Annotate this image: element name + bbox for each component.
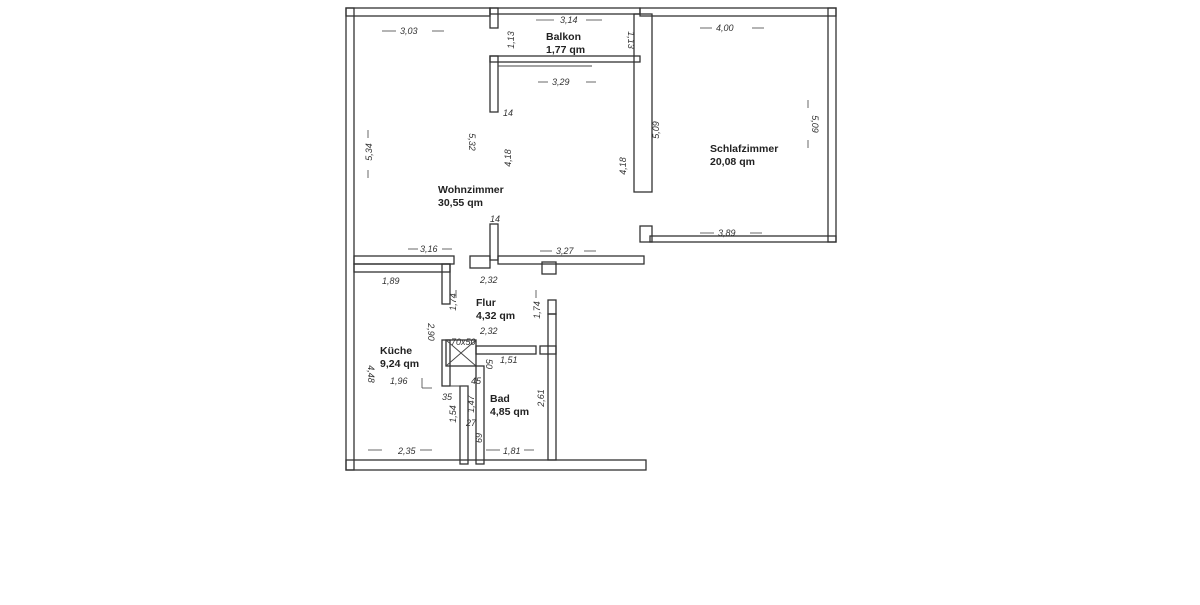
dim-bad-height: 2,61 — [536, 389, 546, 408]
dimension-labels: 3,03 3,14 4,00 3,29 14 14 3,16 3,27 3,89… — [364, 15, 820, 456]
dim-shaft-side: 50 — [484, 359, 494, 369]
dim-pillar-bottom: 14 — [490, 214, 500, 224]
dim-kueche-top: 1,89 — [382, 276, 400, 286]
dim-shaft: 70x50 — [451, 337, 476, 347]
room-area-balkon: 1,77 qm — [546, 44, 585, 56]
dim-sz-top: 4,00 — [716, 23, 734, 33]
wall-flur-stub — [469, 255, 491, 269]
dim-balkon-depth-left: 1,13 — [506, 31, 516, 49]
dim-sz-height-right: 5,09 — [810, 115, 820, 133]
pillar-top — [489, 55, 499, 113]
wall-bad-top — [475, 345, 537, 355]
dim-bad-147: 1,47 — [466, 394, 476, 413]
wall-door-stub — [541, 261, 557, 275]
dim-wz-inner-top: 3,29 — [552, 77, 570, 87]
wall-bad-left — [475, 365, 485, 465]
dim-pillar-top: 14 — [503, 108, 513, 118]
dim-bad-45: 45 — [471, 376, 482, 386]
dim-wz-top: 3,03 — [400, 26, 418, 36]
room-name-kueche: Küche — [380, 345, 412, 357]
dim-bad-35: 35 — [442, 392, 453, 402]
wall-bad-right-stub — [539, 345, 557, 355]
inner-walls — [353, 7, 653, 465]
wall-kueche-flur-upper — [441, 263, 451, 305]
dim-wz-height-inner: 4,18 — [503, 149, 513, 167]
dim-bad-bottom: 1,81 — [503, 446, 521, 456]
outer-walls — [345, 7, 837, 471]
dim-flur-height-right: 1,74 — [532, 301, 542, 319]
room-area-kueche: 9,24 qm — [380, 358, 419, 370]
dim-kueche-inner: 2,90 — [426, 322, 436, 341]
wall-bottom — [345, 459, 647, 471]
wall-wz-bottom-right — [497, 255, 645, 265]
dim-sz-height-left: 5,09 — [651, 121, 661, 139]
room-area-schlafzimmer: 20,08 qm — [710, 156, 755, 168]
dim-wz-height-mid: 5,32 — [467, 133, 477, 151]
room-name-schlafzimmer: Schlafzimmer — [710, 143, 778, 155]
shaft-diag-2 — [445, 339, 477, 367]
room-area-flur: 4,32 qm — [476, 310, 515, 322]
room-name-flur: Flur — [476, 297, 496, 309]
pillar-bottom — [489, 223, 499, 261]
dim-wz-height-left: 5,34 — [364, 143, 374, 161]
room-area-bad: 4,85 qm — [490, 406, 529, 418]
wall-bottom-schlafzimmer — [649, 235, 837, 243]
room-area-wohnzimmer: 30,55 qm — [438, 197, 483, 209]
dim-bad-154: 1,54 — [448, 405, 458, 423]
dim-balkon-width: 3,14 — [560, 15, 578, 25]
wall-wz-sz-lower — [639, 225, 653, 243]
room-name-bad: Bad — [490, 393, 510, 405]
dim-kueche-height: 4,48 — [366, 365, 376, 383]
dimension-lines — [367, 19, 809, 451]
wall-flur-right — [547, 299, 557, 315]
dim-wz-height-right: 4,18 — [618, 157, 628, 175]
dim-balkon-depth-right: 1,13 — [626, 31, 636, 49]
room-labels: Balkon 1,77 qm Wohnzimmer 30,55 qm Schla… — [380, 31, 778, 418]
wall-balkon-left — [489, 7, 499, 29]
dim-wz-bottom-right: 3,27 — [556, 246, 575, 256]
dim-bad-top: 1,51 — [500, 355, 518, 365]
dim-flur-height-left: 1,74 — [448, 293, 458, 311]
dim-bad-27: 27 — [465, 418, 477, 428]
wall-wz-sz-upper — [633, 13, 653, 193]
dim-bad-69: 69 — [474, 433, 484, 443]
dim-kueche-niche: 1,96 — [390, 376, 408, 386]
dim-kueche-bottom: 2,35 — [397, 446, 417, 456]
room-name-wohnzimmer: Wohnzimmer — [438, 184, 504, 196]
dim-sz-bottom: 3,89 — [718, 228, 736, 238]
dim-flur-width-2: 2,32 — [479, 326, 498, 336]
dim-wz-bottom-left: 3,16 — [420, 244, 438, 254]
dim-flur-width: 2,32 — [479, 275, 498, 285]
room-name-balkon: Balkon — [546, 31, 581, 43]
